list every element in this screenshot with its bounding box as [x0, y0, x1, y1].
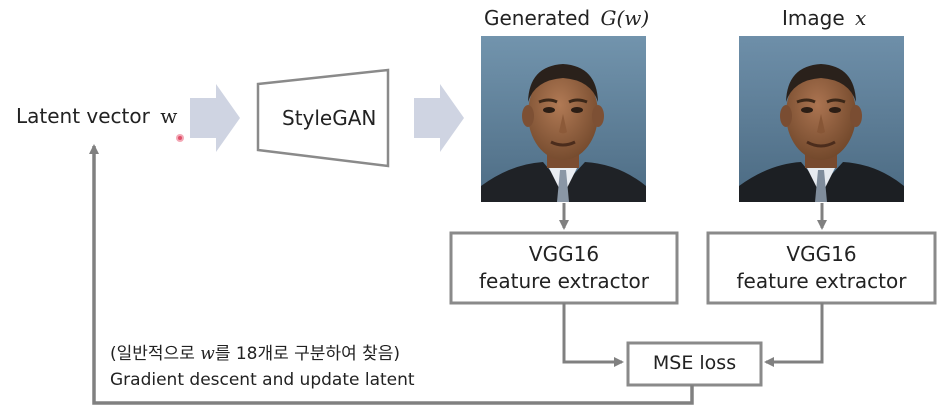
extractor-left-line1: VGG16: [528, 242, 600, 266]
generated-face-photo: [481, 36, 646, 202]
face-photo-icon: [739, 36, 904, 202]
stylegan-label: StyleGAN: [282, 106, 377, 130]
generated-label: Generated: [484, 6, 591, 30]
image-math: x: [855, 6, 867, 30]
latent-vector-text: Latent vector: [16, 104, 150, 128]
stylegan-trapezoid: [256, 68, 390, 168]
generated-header: Generated G(w): [484, 6, 649, 30]
extractor-left-box: [449, 231, 679, 305]
feedback-note-suffix: 를 18개로 구분하여 찾음): [214, 344, 401, 364]
target-image-photo: [739, 36, 904, 202]
feedback-note-prefix: (일반적으로: [110, 344, 201, 364]
feedback-arrow: [89, 144, 694, 405]
mse-loss-label: MSE loss: [652, 352, 737, 375]
feedback-caption: Gradient descent and update latent: [110, 370, 415, 390]
extractor-right-label: VGG16 feature extractor: [708, 233, 935, 303]
chevron-right-icon: [190, 84, 240, 152]
face-photo-icon: [481, 36, 646, 202]
image-header: Image x: [782, 6, 866, 30]
extractor-left-label: VGG16 feature extractor: [451, 233, 677, 303]
feedback-note: (일반적으로 w를 18개로 구분하여 찾음): [110, 339, 400, 364]
chevron-right-icon: [414, 84, 464, 152]
arrow-extractor-right-to-loss: [764, 303, 824, 367]
arrow-extractor-left-to-loss: [562, 303, 624, 367]
extractor-left-line2: feature extractor: [479, 269, 649, 293]
mse-loss-box: [626, 341, 763, 387]
generated-math: G(w): [600, 6, 650, 30]
image-label: Image: [782, 6, 845, 30]
latent-symbol: w: [160, 104, 178, 128]
feedback-note-symbol: w: [200, 344, 215, 364]
extractor-right-line1: VGG16: [786, 242, 857, 266]
extractor-right-line2: feature extractor: [736, 269, 907, 293]
latent-vector-label: Latent vector w: [16, 104, 177, 128]
